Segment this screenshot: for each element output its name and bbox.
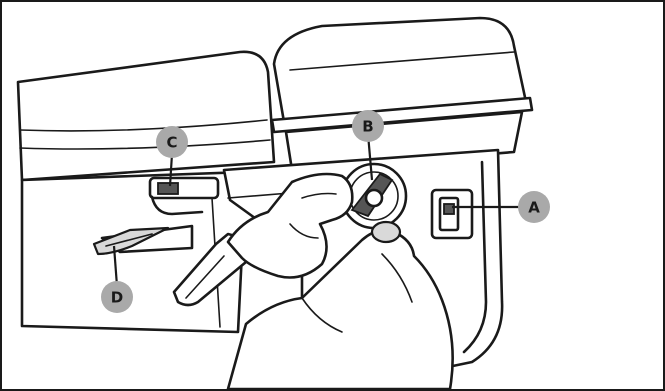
callout-c: C xyxy=(156,126,188,158)
power-switch-a xyxy=(432,190,472,238)
callout-d: D xyxy=(101,281,133,313)
callout-a: A xyxy=(518,191,550,223)
callout-b-label: B xyxy=(362,118,373,136)
mixer-head-body xyxy=(18,52,274,180)
callout-b: B xyxy=(352,110,384,142)
callout-a-label: A xyxy=(528,199,540,217)
callout-c-label: C xyxy=(166,134,177,152)
callout-d-label: D xyxy=(111,289,123,307)
cover-cap xyxy=(272,18,532,170)
